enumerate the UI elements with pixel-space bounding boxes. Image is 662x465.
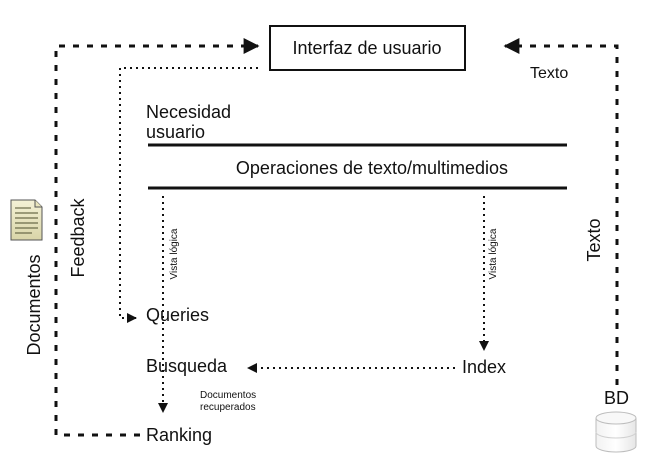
retrieved-docs-label-line1: Documentos (200, 390, 256, 401)
logical-view-right-label: Vista lógica (488, 228, 499, 279)
user-need-label-line1: Necesidad (146, 102, 231, 122)
ui-box (269, 25, 466, 71)
retrieved-docs-label-line2: recuperados (200, 402, 256, 413)
user-need-label-line2: usuario (146, 122, 205, 142)
ui-box-label: Interfaz de usuario (292, 38, 441, 58)
ranking-label: Ranking (146, 425, 212, 445)
db-label: BD (604, 388, 629, 408)
search-label: Busqueda (146, 356, 228, 376)
text-db-path (503, 38, 619, 385)
text-ops-label: Operaciones de texto/multimedios (236, 158, 508, 178)
database-icon (595, 411, 637, 453)
logical-view-left-label: Vista lógica (169, 228, 180, 279)
feedback-label: Feedback (68, 197, 88, 277)
queries-label: Queries (146, 305, 209, 325)
ui-to-queries-path (119, 67, 258, 323)
documents-label: Documentos (24, 254, 44, 355)
document-icon (10, 199, 43, 241)
feedback-loop-path (54, 38, 260, 437)
text-top-label: Texto (530, 65, 568, 82)
index-label: Index (462, 357, 506, 377)
text-vertical-label: Texto (584, 218, 604, 261)
